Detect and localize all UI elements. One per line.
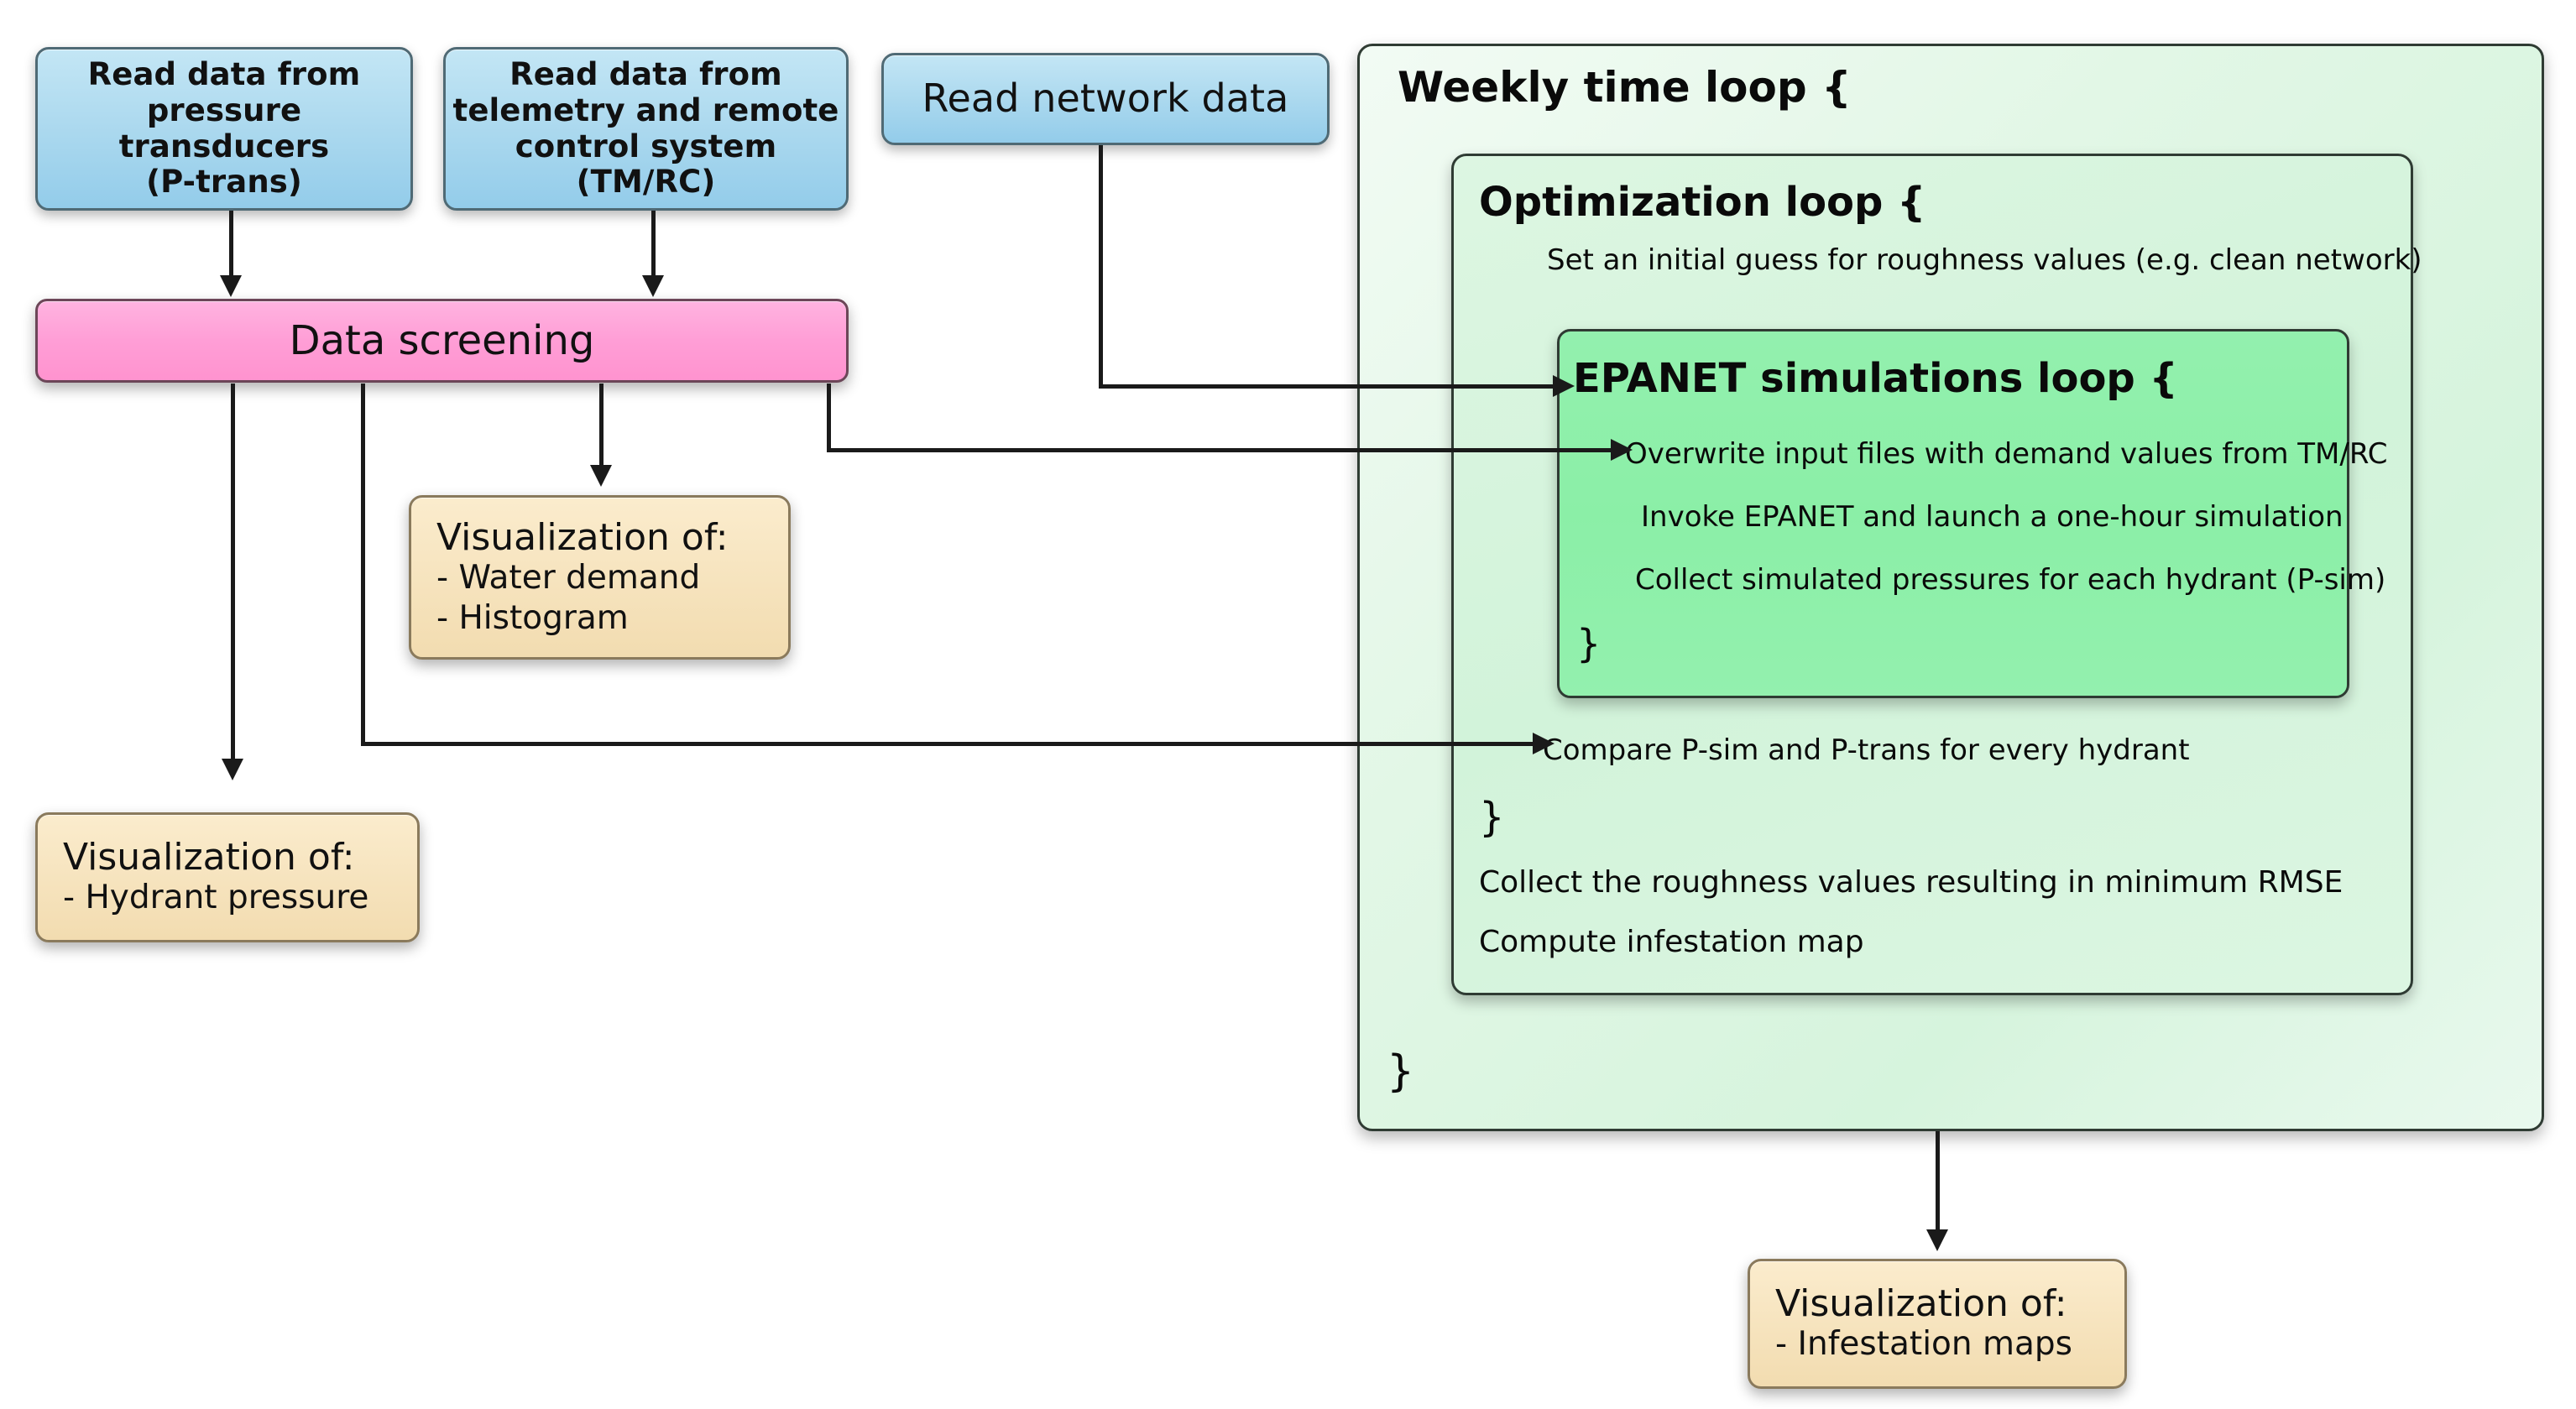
pressure-box-line-3: (P-trans) bbox=[146, 164, 302, 201]
epanet-loop-header: EPANET simulations loop { bbox=[1573, 355, 2178, 402]
weekly-time-loop-header: Weekly time loop { bbox=[1398, 63, 1852, 112]
epanet-step-collect: Collect simulated pressures for each hyd… bbox=[1635, 563, 2386, 597]
connector-screening-to-compare-vertical bbox=[361, 384, 365, 746]
epanet-loop-close-brace: } bbox=[1576, 621, 1602, 666]
visualization-demand-item-2: - Histogram bbox=[436, 598, 629, 637]
visualization-hydrant-item-1: - Hydrant pressure bbox=[63, 879, 369, 917]
read-telemetry-box[interactable]: Read data from telemetry and remote cont… bbox=[443, 47, 849, 211]
read-network-data-box[interactable]: Read network data bbox=[881, 53, 1330, 145]
connector-screening-to-hydrant-viz bbox=[231, 384, 235, 761]
telemetry-box-line-3: control system (TM/RC) bbox=[515, 128, 777, 201]
pressure-box-line-2: pressure transducers bbox=[118, 91, 330, 164]
arrow-ptrans-to-screening bbox=[220, 275, 242, 297]
arrow-telemetry-to-screening bbox=[642, 275, 664, 297]
telemetry-box-line-1: Read data from bbox=[509, 55, 782, 92]
visualization-demand-item-1: - Water demand bbox=[436, 559, 701, 598]
data-screening-box[interactable]: Data screening bbox=[35, 299, 849, 383]
arrow-screening-to-demand-viz bbox=[590, 465, 612, 487]
optimization-collect-roughness-text: Collect the roughness values resulting i… bbox=[1479, 865, 2343, 900]
arrow-network-to-epanet bbox=[1553, 375, 1575, 397]
visualization-infestation-item-1: - Infestation maps bbox=[1775, 1325, 2072, 1364]
weekly-time-loop-close-brace: } bbox=[1387, 1046, 1415, 1097]
connector-weekly-loop-to-infestation-viz bbox=[1936, 1131, 1940, 1232]
optimization-initial-guess-text: Set an initial guess for roughness value… bbox=[1547, 243, 2422, 277]
connector-telemetry-to-screening bbox=[651, 211, 656, 278]
connector-screening-to-overwrite-vertical bbox=[827, 384, 831, 452]
visualization-demand-box[interactable]: Visualization of: - Water demand - Histo… bbox=[409, 495, 791, 660]
connector-network-to-epanet-horizontal bbox=[1099, 384, 1556, 389]
arrow-weekly-loop-to-infestation-viz bbox=[1926, 1229, 1948, 1251]
data-screening-label: Data screening bbox=[289, 317, 595, 364]
read-pressure-transducers-box[interactable]: Read data from pressure transducers (P-t… bbox=[35, 47, 413, 211]
telemetry-box-line-2: telemetry and remote bbox=[452, 91, 839, 128]
connector-screening-to-compare-horizontal bbox=[361, 742, 1536, 746]
connector-screening-to-demand-viz bbox=[599, 384, 604, 467]
visualization-infestation-title: Visualization of: bbox=[1775, 1282, 2067, 1326]
visualization-hydrant-title: Visualization of: bbox=[63, 836, 355, 879]
optimization-compute-map-text: Compute infestation map bbox=[1479, 925, 1864, 959]
optimization-loop-header: Optimization loop { bbox=[1479, 179, 1926, 226]
arrow-screening-to-hydrant-viz bbox=[222, 759, 243, 780]
epanet-simulations-loop-container bbox=[1557, 329, 2349, 698]
connector-ptrans-to-screening bbox=[229, 211, 233, 278]
connector-screening-to-overwrite-horizontal bbox=[827, 448, 1614, 452]
network-box-line-1: Read network data bbox=[922, 76, 1289, 122]
arrow-screening-to-overwrite bbox=[1611, 439, 1633, 461]
arrow-screening-to-compare bbox=[1533, 733, 1554, 754]
pressure-box-line-1: Read data from bbox=[87, 55, 361, 92]
visualization-hydrant-pressure-box[interactable]: Visualization of: - Hydrant pressure bbox=[35, 812, 420, 942]
optimization-compare-text: Compare P-sim and P-trans for every hydr… bbox=[1543, 733, 2190, 767]
epanet-step-invoke: Invoke EPANET and launch a one-hour simu… bbox=[1641, 500, 2343, 534]
visualization-infestation-box[interactable]: Visualization of: - Infestation maps bbox=[1748, 1259, 2127, 1389]
connector-network-to-epanet-vertical bbox=[1099, 145, 1103, 389]
epanet-step-overwrite: Overwrite input files with demand values… bbox=[1625, 437, 2388, 471]
visualization-demand-title: Visualization of: bbox=[436, 515, 729, 559]
optimization-loop-close-brace: } bbox=[1479, 794, 1505, 841]
